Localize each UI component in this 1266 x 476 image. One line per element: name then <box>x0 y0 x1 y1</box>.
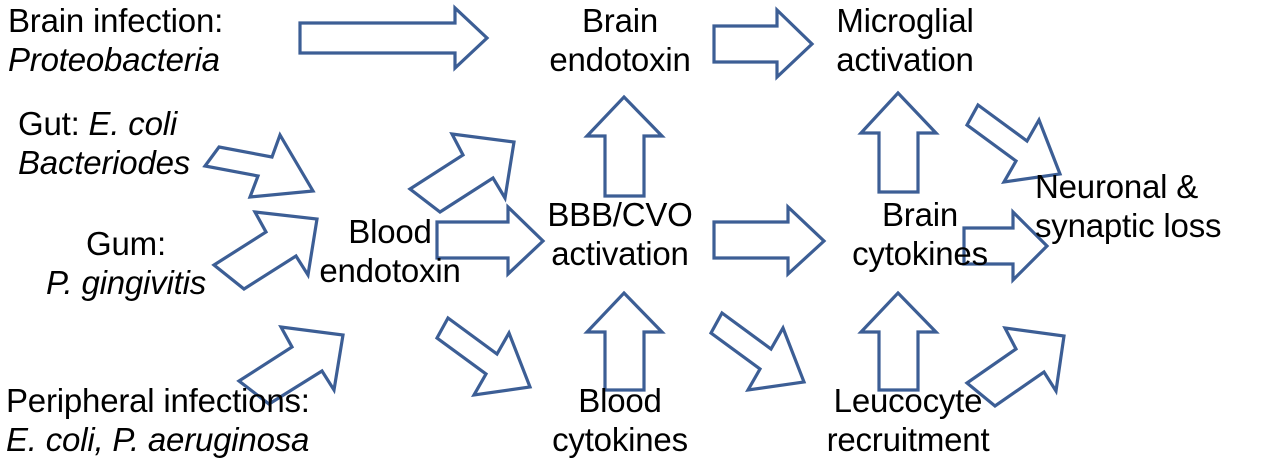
node-microglial-activation-line1: Microglial <box>836 2 974 39</box>
node-bbb-cvo-activation: BBB/CVO activation <box>521 196 719 274</box>
node-blood-cytokines: Blood cytokines <box>520 382 720 460</box>
node-gum-line2: P. gingivitis <box>45 263 207 301</box>
arrow-brain-endotoxin-to-microglial <box>712 6 815 81</box>
arrow-leucocyte-to-brain-cytokines <box>857 290 940 392</box>
node-peripheral-infections-line1: Peripheral infections: <box>6 382 310 419</box>
node-brain-cytokines-line1: Brain <box>881 196 959 233</box>
node-brain-cytokines-line2: cytokines <box>852 234 988 272</box>
arrow-bbb-cvo-to-brain-cytokines <box>712 203 827 278</box>
node-bbb-cvo-activation-line2: activation <box>551 234 689 272</box>
node-brain-cytokines: Brain cytokines <box>830 196 1010 274</box>
arrow-blood-endotoxin-to-blood-cytokines <box>434 315 533 398</box>
node-brain-endotoxin: Brain endotoxin <box>520 2 720 80</box>
node-brain-endotoxin-line1: Brain <box>581 2 659 39</box>
node-gum: Gum: P. gingivitis <box>16 225 236 303</box>
node-gut-line1-plain: Gut: <box>18 105 89 142</box>
node-blood-cytokines-line1: Blood <box>578 382 662 419</box>
node-leucocyte-recruitment-line1: Leucocyte <box>833 382 983 419</box>
node-brain-infection-line1: Brain infection: <box>8 2 224 39</box>
arrow-bbb-cvo-to-leucocyte <box>708 310 807 393</box>
arrow-bbb-cvo-to-brain-endotoxin <box>583 94 666 198</box>
node-gut-line1: Gut: E. coli <box>18 105 190 144</box>
node-blood-endotoxin-line1: Blood <box>348 213 432 250</box>
node-gut-line2: Bacteriodes <box>18 143 191 181</box>
arrow-blood-endotoxin-to-brain-endotoxin <box>407 132 516 214</box>
node-blood-cytokines-line2: cytokines <box>552 420 688 458</box>
node-blood-endotoxin-line2: endotoxin <box>319 251 461 289</box>
arrow-brain-infection-to-brain-endotoxin <box>298 4 490 72</box>
node-gut: Gut: E. coli Bacteriodes <box>18 105 190 183</box>
node-peripheral-infections: Peripheral infections: E. coli, P. aerug… <box>6 382 310 460</box>
node-brain-infection-line2: Proteobacteria <box>8 40 220 78</box>
node-neuronal-synaptic-loss-line2: synaptic loss <box>1035 206 1222 244</box>
node-gum-line1: Gum: <box>86 225 166 262</box>
node-microglial-activation-line2: activation <box>836 40 974 78</box>
arrow-brain-cytokines-to-microglial <box>857 90 940 194</box>
arrow-blood-cytokines-to-bbb-cvo <box>583 290 666 392</box>
arrow-gut-to-blood-endotoxin <box>202 131 316 199</box>
node-leucocyte-recruitment-line2: recruitment <box>826 420 990 458</box>
node-microglial-activation: Microglial activation <box>805 2 1005 80</box>
node-leucocyte-recruitment: Leucocyte recruitment <box>798 382 1018 460</box>
node-blood-endotoxin: Blood endotoxin <box>300 213 480 291</box>
node-brain-infection: Brain infection: Proteobacteria <box>8 2 223 80</box>
node-gut-line1-italic: E. coli <box>88 105 178 142</box>
node-peripheral-infections-line2: E. coli, P. aeruginosa <box>6 420 310 458</box>
node-bbb-cvo-activation-line1: BBB/CVO <box>547 196 693 233</box>
node-neuronal-synaptic-loss-line1: Neuronal & <box>1035 168 1199 205</box>
node-neuronal-synaptic-loss: Neuronal & synaptic loss <box>1035 168 1266 246</box>
node-brain-endotoxin-line2: endotoxin <box>549 40 691 78</box>
